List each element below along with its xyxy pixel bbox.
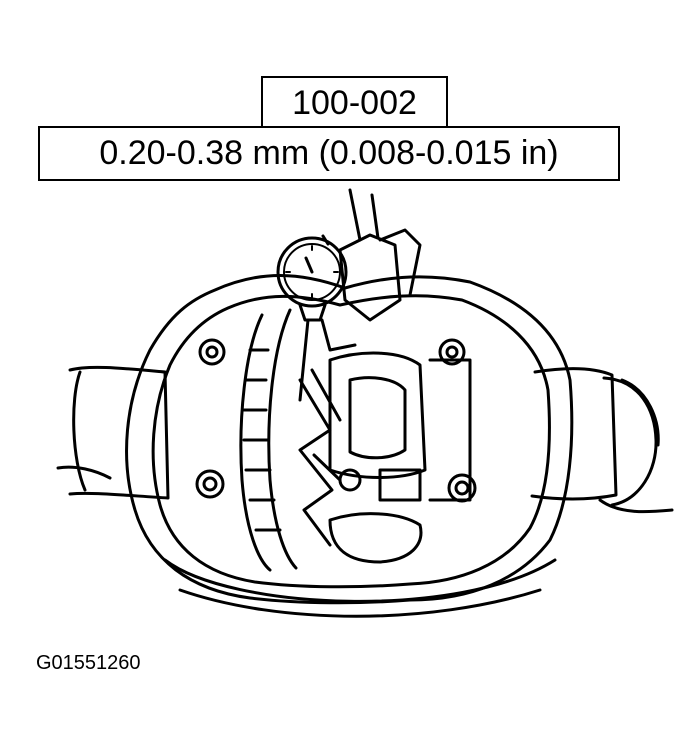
left-axle-tube bbox=[56, 365, 170, 500]
right-axle-tube bbox=[530, 367, 674, 514]
figure-id: G01551260 bbox=[36, 652, 141, 674]
tool-number-label: 100-002 bbox=[261, 76, 448, 130]
dial-indicator-icon bbox=[276, 236, 357, 402]
ring-gear bbox=[239, 308, 342, 572]
indicator-clamp bbox=[321, 188, 422, 322]
backlash-spec-label: 0.20-0.38 mm (0.008-0.015 in) bbox=[38, 126, 620, 181]
housing-cover-flange bbox=[125, 274, 574, 618]
differential-carrier bbox=[328, 351, 472, 564]
